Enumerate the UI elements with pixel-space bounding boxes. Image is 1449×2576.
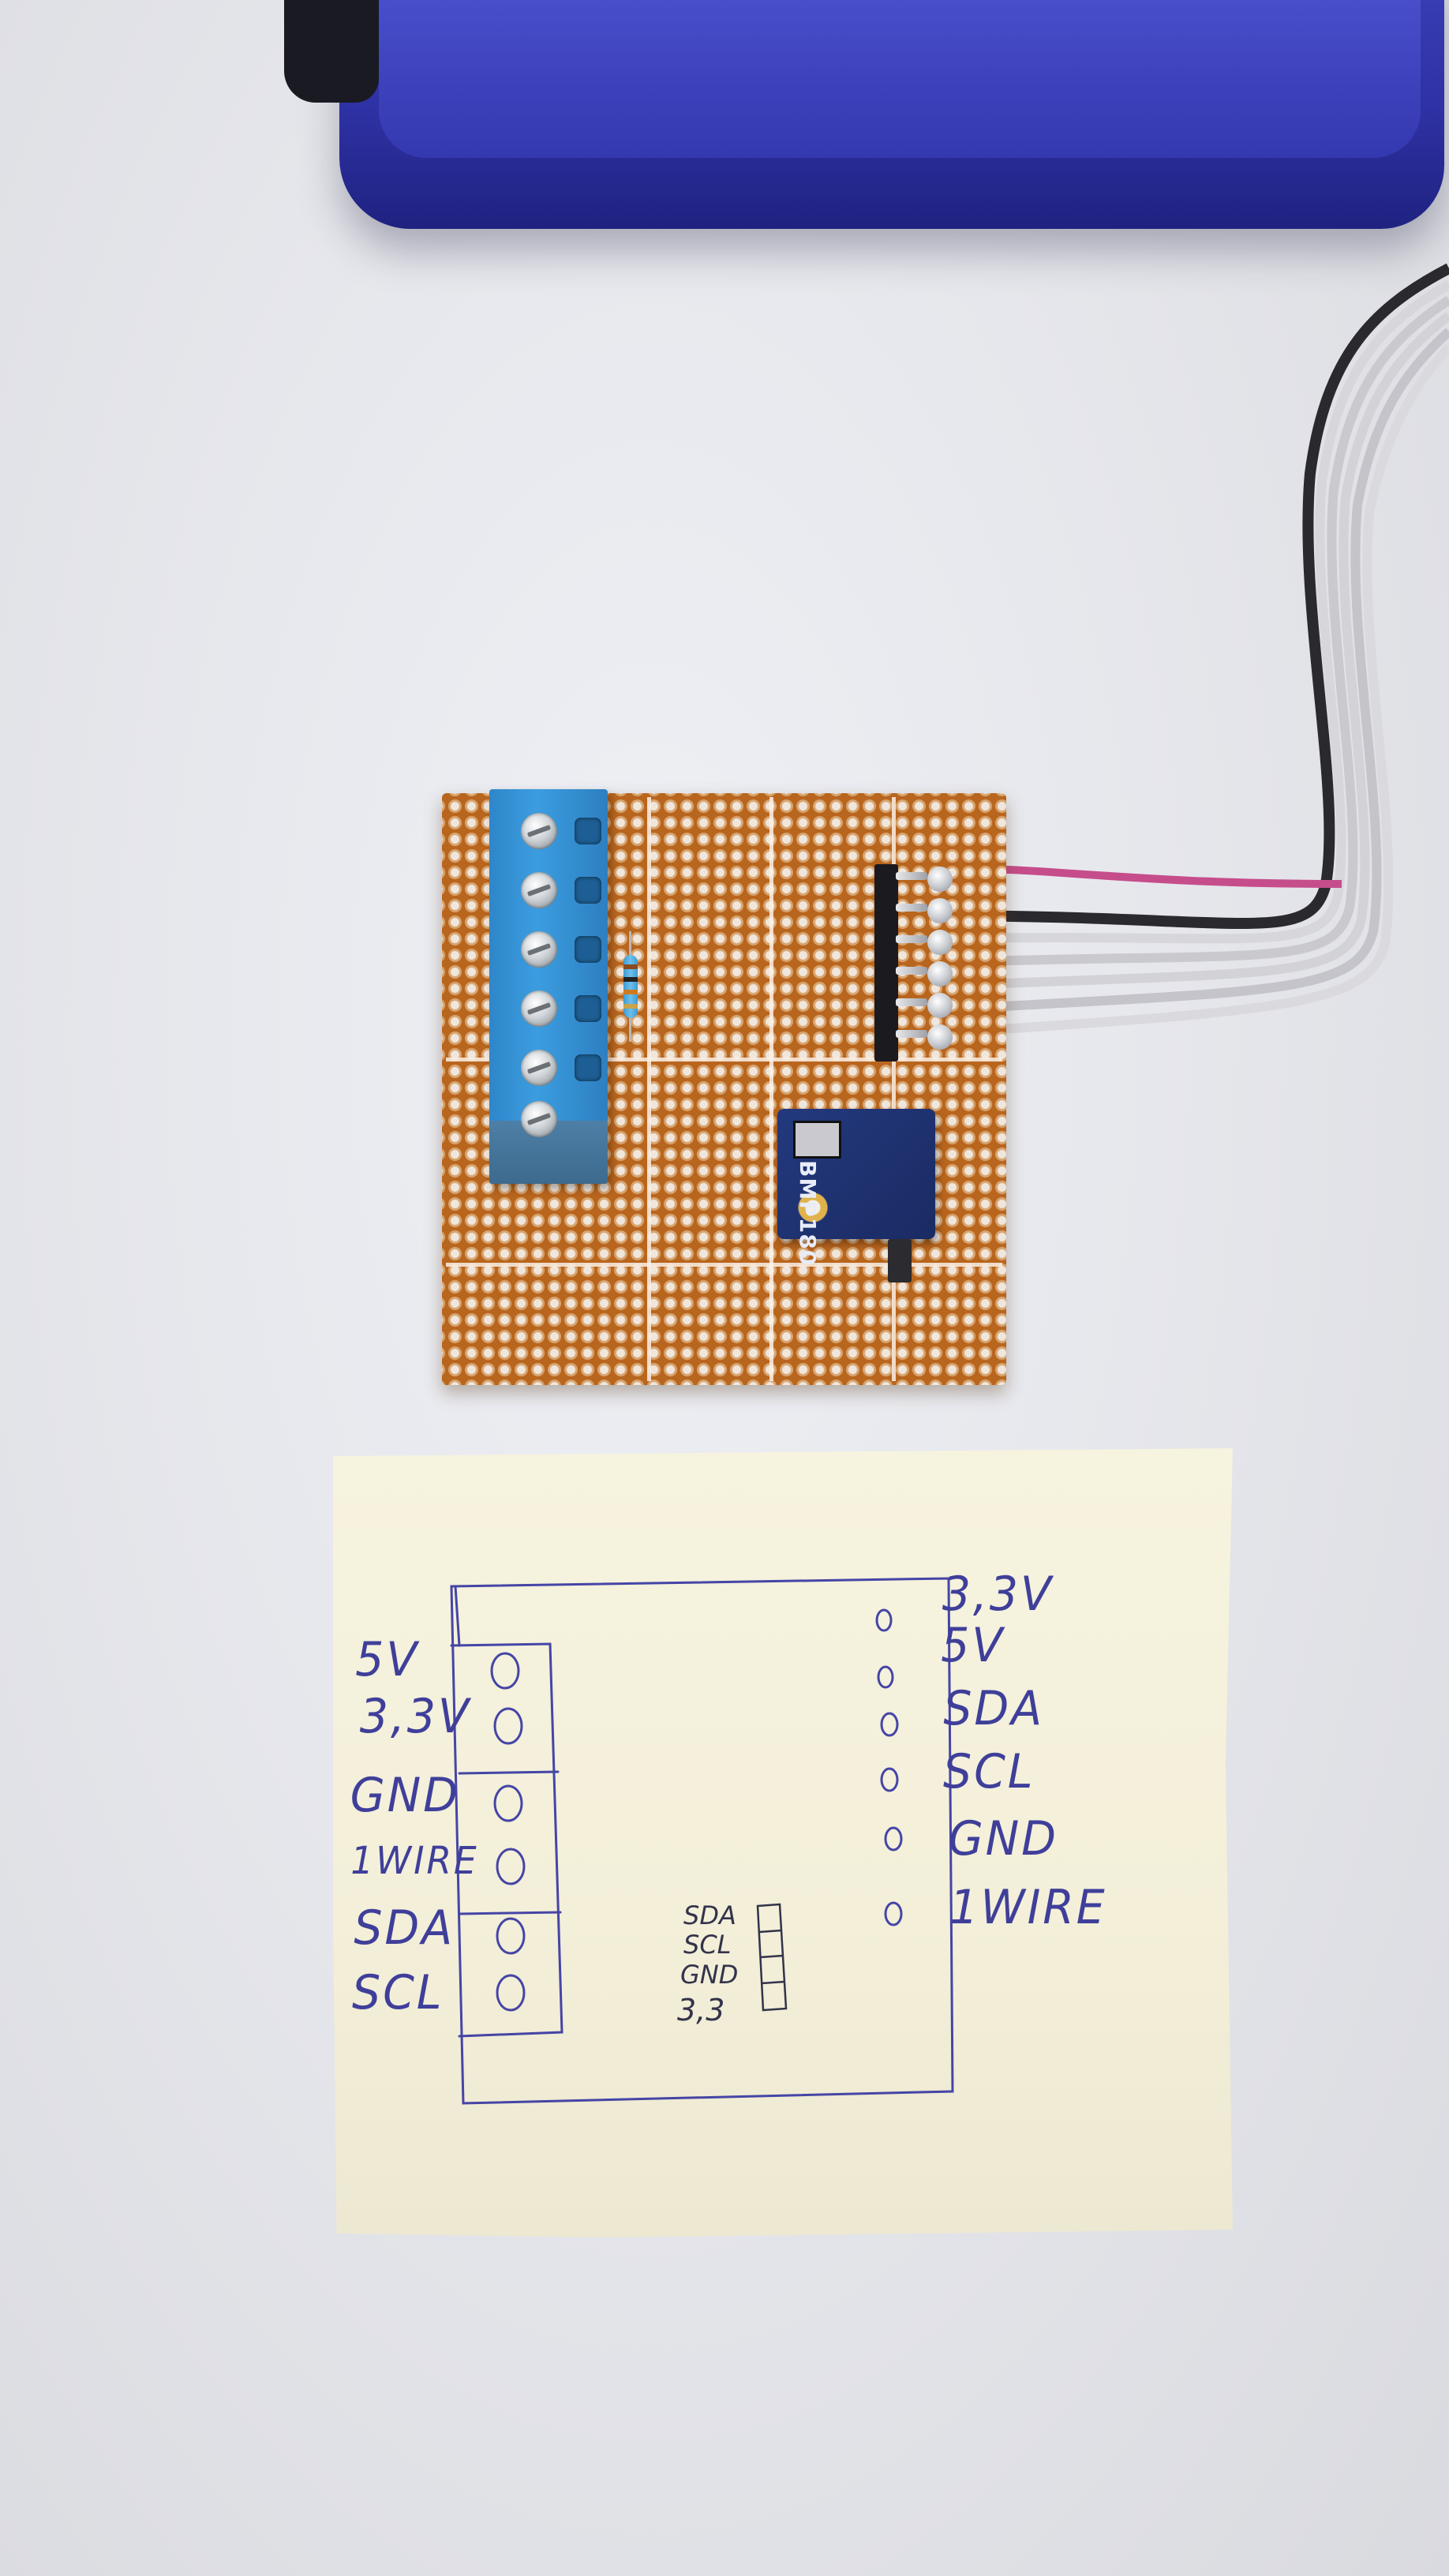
board-cut-line — [892, 797, 896, 1381]
terminal-circle — [490, 1652, 520, 1690]
header-label-1wire: 1WIRE — [949, 1880, 1107, 1935]
terminal-label-3-3v: 3,3V — [359, 1689, 471, 1744]
board-cut-line — [446, 1263, 1002, 1267]
header-pin — [896, 998, 927, 1006]
board-cut-line — [446, 1058, 1002, 1061]
terminal-circle — [493, 1707, 523, 1745]
board-cut-line — [647, 797, 651, 1381]
header-label-sda: SDA — [943, 1681, 1044, 1736]
terminal-wire-slot — [575, 818, 601, 844]
paper-note — [333, 1448, 1233, 2237]
header-label-gnd: GND — [948, 1811, 1058, 1866]
terminal-screw — [521, 872, 557, 908]
header-label-scl: SCL — [943, 1744, 1035, 1799]
terminal-label-5v: 5V — [355, 1632, 420, 1687]
module-header-stub — [888, 1239, 912, 1282]
mounting-hole — [797, 1192, 829, 1223]
terminal-screw — [521, 1050, 557, 1086]
sensor-header-dividers — [758, 1929, 785, 1985]
module-label: BMP180 — [795, 1160, 821, 1267]
header-pin — [896, 967, 927, 975]
terminal-circle — [496, 1848, 526, 1885]
terminal-wire-slot — [575, 995, 601, 1022]
header-label-5v: 5V — [941, 1618, 1005, 1673]
header-pin — [896, 904, 927, 912]
solder-joint — [927, 867, 953, 892]
terminal-wire-slot — [575, 877, 601, 904]
header-pin — [896, 1030, 927, 1038]
solder-joint — [927, 898, 953, 923]
terminal-circle — [493, 1784, 523, 1822]
terminal-divider — [458, 1911, 562, 1915]
header-circle — [884, 1901, 903, 1926]
hand-drawn-diagram — [450, 1577, 954, 2105]
header-pin — [896, 872, 927, 880]
header-circle — [880, 1767, 899, 1792]
board-cut-line — [769, 797, 773, 1381]
header-circle — [877, 1665, 894, 1689]
sensor-label-scl: SCL — [683, 1930, 732, 1960]
header-label-3-3v: 3,3V — [942, 1567, 1054, 1622]
terminal-wire-slot — [575, 1054, 601, 1081]
enclosure-connector — [284, 0, 379, 103]
header-circle — [880, 1712, 899, 1737]
terminal-circle — [496, 1974, 526, 2012]
terminal-screw — [521, 990, 557, 1027]
terminal-outline — [450, 1642, 564, 2038]
resistor-band — [623, 964, 638, 969]
solder-joint — [927, 1024, 953, 1050]
terminal-label-gnd: GND — [350, 1768, 460, 1823]
resistor-band — [623, 990, 638, 994]
solder-joint — [927, 961, 953, 987]
pin-header — [874, 864, 898, 1061]
resistor-band — [623, 1004, 638, 1009]
sensor-chip — [793, 1121, 841, 1159]
terminal-label-sda: SDA — [354, 1900, 455, 1956]
terminal-circle — [496, 1917, 526, 1955]
sensor-label-3-3: 3,3 — [677, 1993, 725, 2027]
solder-joint — [927, 930, 953, 955]
resistor — [623, 955, 638, 1018]
terminal-screw — [521, 813, 557, 849]
header-circle — [884, 1826, 903, 1852]
ribbon-cable — [930, 263, 1449, 1039]
terminal-wire-slot — [575, 936, 601, 963]
sensor-header-outline — [756, 1903, 788, 2012]
header-circle — [875, 1608, 893, 1632]
enclosure-lid — [379, 0, 1421, 158]
terminal-divider — [458, 1770, 560, 1775]
solder-joint — [927, 993, 953, 1018]
header-pin — [896, 935, 927, 943]
board-outline — [450, 1577, 954, 2105]
terminal-label-1wire: 1WIRE — [350, 1839, 479, 1883]
terminal-screw — [521, 1101, 557, 1137]
terminal-label-scl: SCL — [352, 1965, 444, 2020]
resistor-band — [623, 977, 638, 982]
sketch-line — [454, 1585, 461, 1647]
sensor-label-sda: SDA — [683, 1900, 736, 1930]
sensor-label-gnd: GND — [680, 1960, 739, 1990]
terminal-screw — [521, 931, 557, 968]
